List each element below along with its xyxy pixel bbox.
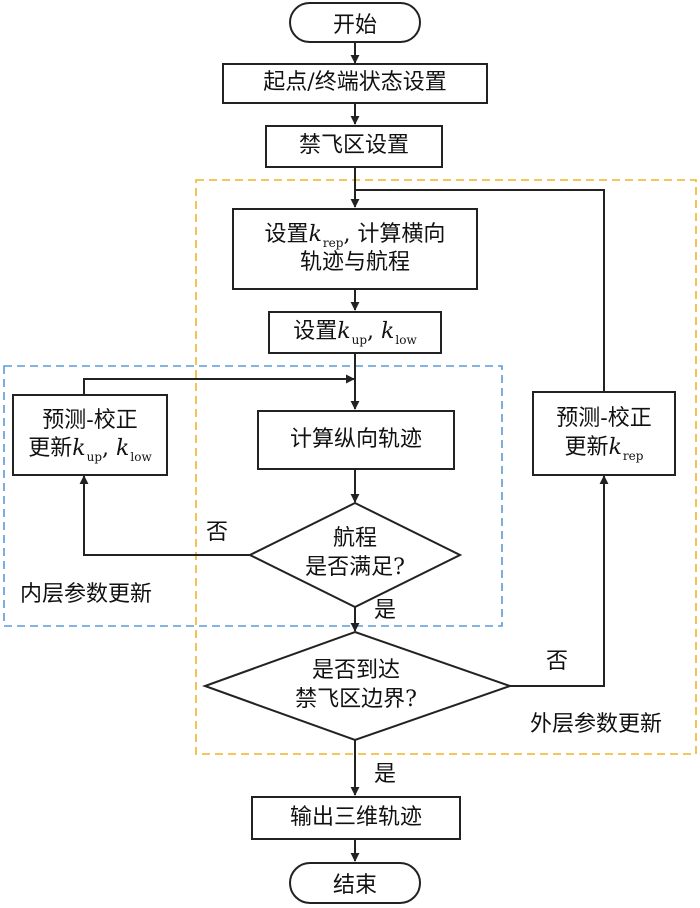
range-decision-line1: 航程 <box>332 526 377 552</box>
pc-outer-line1: 预测-校正 <box>556 406 652 432</box>
inner-loop-frame <box>3 365 503 627</box>
k-symbol: k <box>308 221 322 247</box>
initial-state-label: 起点/终端状态设置 <box>263 70 447 96</box>
predict-correct-inner-box: 预测-校正 更新kup, klow <box>12 394 168 476</box>
predict-correct-outer-box: 预测-校正 更新krep <box>532 391 676 476</box>
no-label-outer: 否 <box>546 649 569 674</box>
set-kup-klow-box: 设置kup, klow <box>268 311 442 354</box>
calc-longitudinal-label: 计算纵向轨迹 <box>289 426 422 452</box>
end-label: 结束 <box>332 873 377 898</box>
no-fly-zone-box: 禁飞区设置 <box>265 125 443 168</box>
boundary-decision-line1: 是否到达 <box>311 658 400 684</box>
outer-loop-title: 外层参数更新 <box>530 712 663 737</box>
boundary-decision-line2: 禁飞区边界? <box>295 687 417 712</box>
initial-state-box: 起点/终端状态设置 <box>222 63 488 104</box>
output-trajectory-box: 输出三维轨迹 <box>251 796 461 840</box>
inner-loop-title: 内层参数更新 <box>20 582 153 607</box>
start-terminal: 开始 <box>289 2 421 43</box>
arrow-inner-feedback <box>83 374 355 394</box>
set-krep-line2: 轨迹与航程 <box>299 250 410 275</box>
end-terminal: 结束 <box>289 862 421 904</box>
arrow-boundary-no <box>510 475 609 687</box>
arrow-outer-feedback <box>355 189 605 391</box>
range-decision-line2: 是否满足? <box>305 555 405 580</box>
yes-label-outer: 是 <box>374 762 397 787</box>
yes-label-inner: 是 <box>374 598 397 623</box>
no-label-inner: 否 <box>206 520 229 545</box>
set-kup-klow-label: 设置kup, klow <box>293 319 417 348</box>
pc-inner-line1: 预测-校正 <box>42 407 138 433</box>
set-krep-line1: 设置krep, 计算横向 <box>264 221 446 250</box>
range-decision: 航程 是否满足? <box>270 511 440 597</box>
output-trajectory-label: 输出三维轨迹 <box>289 804 422 830</box>
start-label: 开始 <box>332 12 377 38</box>
rep-subscript: rep <box>322 235 344 250</box>
pc-inner-line2: 更新kup, klow <box>28 436 152 464</box>
set-krep-box: 设置krep, 计算横向 轨迹与航程 <box>232 208 478 290</box>
no-fly-zone-label: 禁飞区设置 <box>298 133 409 159</box>
boundary-decision: 是否到达 禁飞区边界? <box>240 642 472 730</box>
outer-loop-frame <box>195 179 697 755</box>
calc-longitudinal-box: 计算纵向轨迹 <box>257 410 455 470</box>
arrow-range-no <box>79 475 250 556</box>
pc-outer-line2: 更新krep <box>564 434 644 463</box>
